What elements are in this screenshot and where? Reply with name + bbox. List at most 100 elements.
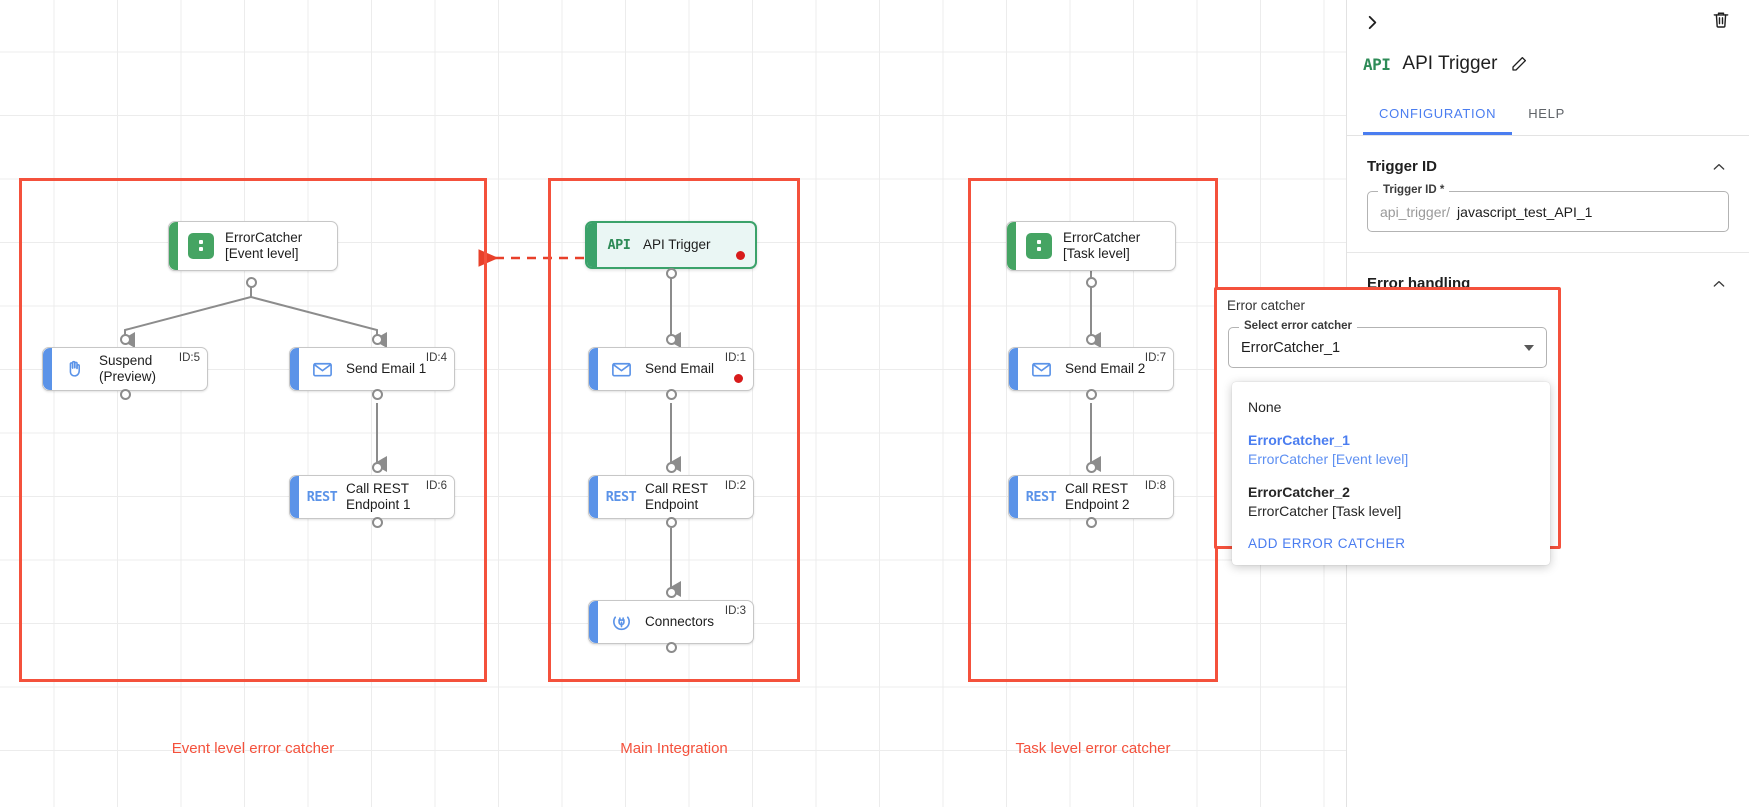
envelope-icon [304,358,340,381]
menu-item-errorcatcher-2[interactable]: ErrorCatcher_2 ErrorCatcher [Task level] [1232,476,1550,528]
node-accent-bar [169,222,178,270]
node-accent-bar [43,348,52,390]
node-port-in[interactable] [666,587,677,598]
node-label: Call REST Endpoint 1 [346,480,411,512]
node-errorcatcher-task-level[interactable]: ErrorCatcher [Task level] [1006,221,1176,271]
node-port-in[interactable] [120,334,131,345]
node-port-in[interactable] [372,462,383,473]
error-catcher-icon [183,233,219,259]
node-id-badge: ID:8 [1144,480,1166,492]
node-id-badge: ID:4 [425,352,447,364]
envelope-icon [1023,358,1059,381]
node-label: Call REST Endpoint [645,480,709,512]
workflow-canvas[interactable]: Event level error catcher Main Integrati… [0,0,1346,807]
node-call-rest-endpoint[interactable]: REST Call REST Endpoint ID:2 [588,475,754,519]
node-port-out[interactable] [372,389,383,400]
node-label: API Trigger [643,236,711,252]
trigger-id-legend: Trigger ID * [1378,184,1450,196]
section-divider [1347,252,1749,253]
node-id-badge: ID:5 [178,352,200,364]
rest-icon: REST [605,489,637,505]
node-send-email-1[interactable]: Send Email 1 ID:4 [289,347,455,391]
panel-topbar [1347,0,1749,44]
error-catcher-highlight-box: Error catcher Select error catcher Error… [1214,287,1561,566]
node-port-in[interactable] [666,334,677,345]
node-errorcatcher-event-level[interactable]: ErrorCatcher [Event level] [168,221,338,271]
node-suspend[interactable]: Suspend (Preview) ID:5 [42,347,208,391]
node-port-out[interactable] [666,389,677,400]
menu-item-label: None [1248,399,1282,415]
node-port-out[interactable] [666,642,677,653]
hand-icon [57,358,93,380]
pencil-icon[interactable] [1510,55,1528,73]
status-dot [736,251,745,260]
tab-help[interactable]: HELP [1528,106,1565,121]
node-label: Send Email 1 [346,360,427,376]
node-accent-bar [1009,348,1018,390]
trigger-id-input[interactable]: Trigger ID * api_trigger/ javascript_tes… [1367,184,1729,232]
node-send-email[interactable]: Send Email ID:1 [588,347,754,391]
node-label: Connectors [645,613,715,629]
status-dot [734,374,743,383]
node-call-rest-endpoint-1[interactable]: REST Call REST Endpoint 1 ID:6 [289,475,455,519]
node-port-out[interactable] [1086,277,1097,288]
node-port-out[interactable] [666,268,677,279]
error-catcher-select-wrap: Select error catcher ErrorCatcher_1 [1217,313,1558,368]
node-id-badge: ID:1 [724,352,746,364]
node-accent-bar [290,348,299,390]
section-title: Trigger ID [1367,158,1438,175]
chevron-down-icon[interactable] [1524,344,1534,351]
select-value: ErrorCatcher_1 [1241,339,1341,356]
panel-title-row: API API Trigger [1347,44,1749,84]
rest-icon: REST [306,489,338,505]
chevron-right-icon[interactable] [1359,9,1385,35]
trigger-id-prefix: api_trigger/ [1380,203,1451,220]
node-accent-bar [1007,222,1016,270]
node-api-trigger[interactable]: API API Trigger [585,221,757,269]
error-catcher-dropdown-menu[interactable]: None ErrorCatcher_1 ErrorCatcher [Event … [1232,382,1550,566]
node-port-out[interactable] [246,277,257,288]
group-caption-event-level: Event level error catcher [171,740,335,757]
node-port-in[interactable] [1086,462,1097,473]
connectors-icon [603,611,639,634]
node-send-email-2[interactable]: Send Email 2 ID:7 [1008,347,1174,391]
node-port-out[interactable] [120,389,131,400]
menu-item-label: ErrorCatcher_1 [1248,431,1350,448]
trigger-id-field-wrap: Trigger ID * api_trigger/ javascript_tes… [1347,175,1749,232]
node-label: Send Email [645,360,715,376]
node-port-in[interactable] [666,462,677,473]
group-frame-main-integration[interactable] [548,178,800,682]
node-accent-bar [589,476,598,518]
node-label: ErrorCatcher [Task level] [1063,229,1141,261]
trash-icon[interactable] [1711,9,1735,33]
node-port-in[interactable] [1086,334,1097,345]
node-connectors[interactable]: Connectors ID:3 [588,600,754,644]
node-port-out[interactable] [372,517,383,528]
node-port-out[interactable] [666,517,677,528]
chevron-up-icon[interactable] [1711,159,1727,175]
node-id-badge: ID:6 [425,480,447,492]
node-label: Call REST Endpoint 2 [1065,480,1130,512]
group-frame-event-level[interactable] [19,178,487,682]
node-label: Send Email 2 [1065,360,1146,376]
menu-item-sublabel: ErrorCatcher [Task level] [1248,502,1402,519]
error-catcher-label: Error catcher [1227,298,1306,313]
add-error-catcher-button[interactable]: ADD ERROR CATCHER [1248,536,1406,552]
envelope-icon [603,358,639,381]
menu-item-sublabel: ErrorCatcher [Event level] [1248,450,1409,467]
node-call-rest-endpoint-2[interactable]: REST Call REST Endpoint 2 ID:8 [1008,475,1174,519]
node-accent-bar [589,601,598,643]
menu-item-label: ErrorCatcher_2 [1248,483,1350,500]
node-port-in[interactable] [372,334,383,345]
menu-item-none[interactable]: None [1232,391,1550,424]
page-title: API Trigger [1402,53,1498,74]
node-port-out[interactable] [1086,389,1097,400]
section-trigger-id-header[interactable]: Trigger ID [1347,136,1749,175]
node-port-out[interactable] [1086,517,1097,528]
chevron-up-icon[interactable] [1711,276,1727,292]
tab-configuration[interactable]: CONFIGURATION [1363,96,1513,135]
select-legend: Select error catcher [1239,320,1358,332]
select-error-catcher[interactable]: Select error catcher ErrorCatcher_1 [1228,320,1547,368]
menu-item-errorcatcher-1[interactable]: ErrorCatcher_1 ErrorCatcher [Event level… [1232,424,1550,476]
